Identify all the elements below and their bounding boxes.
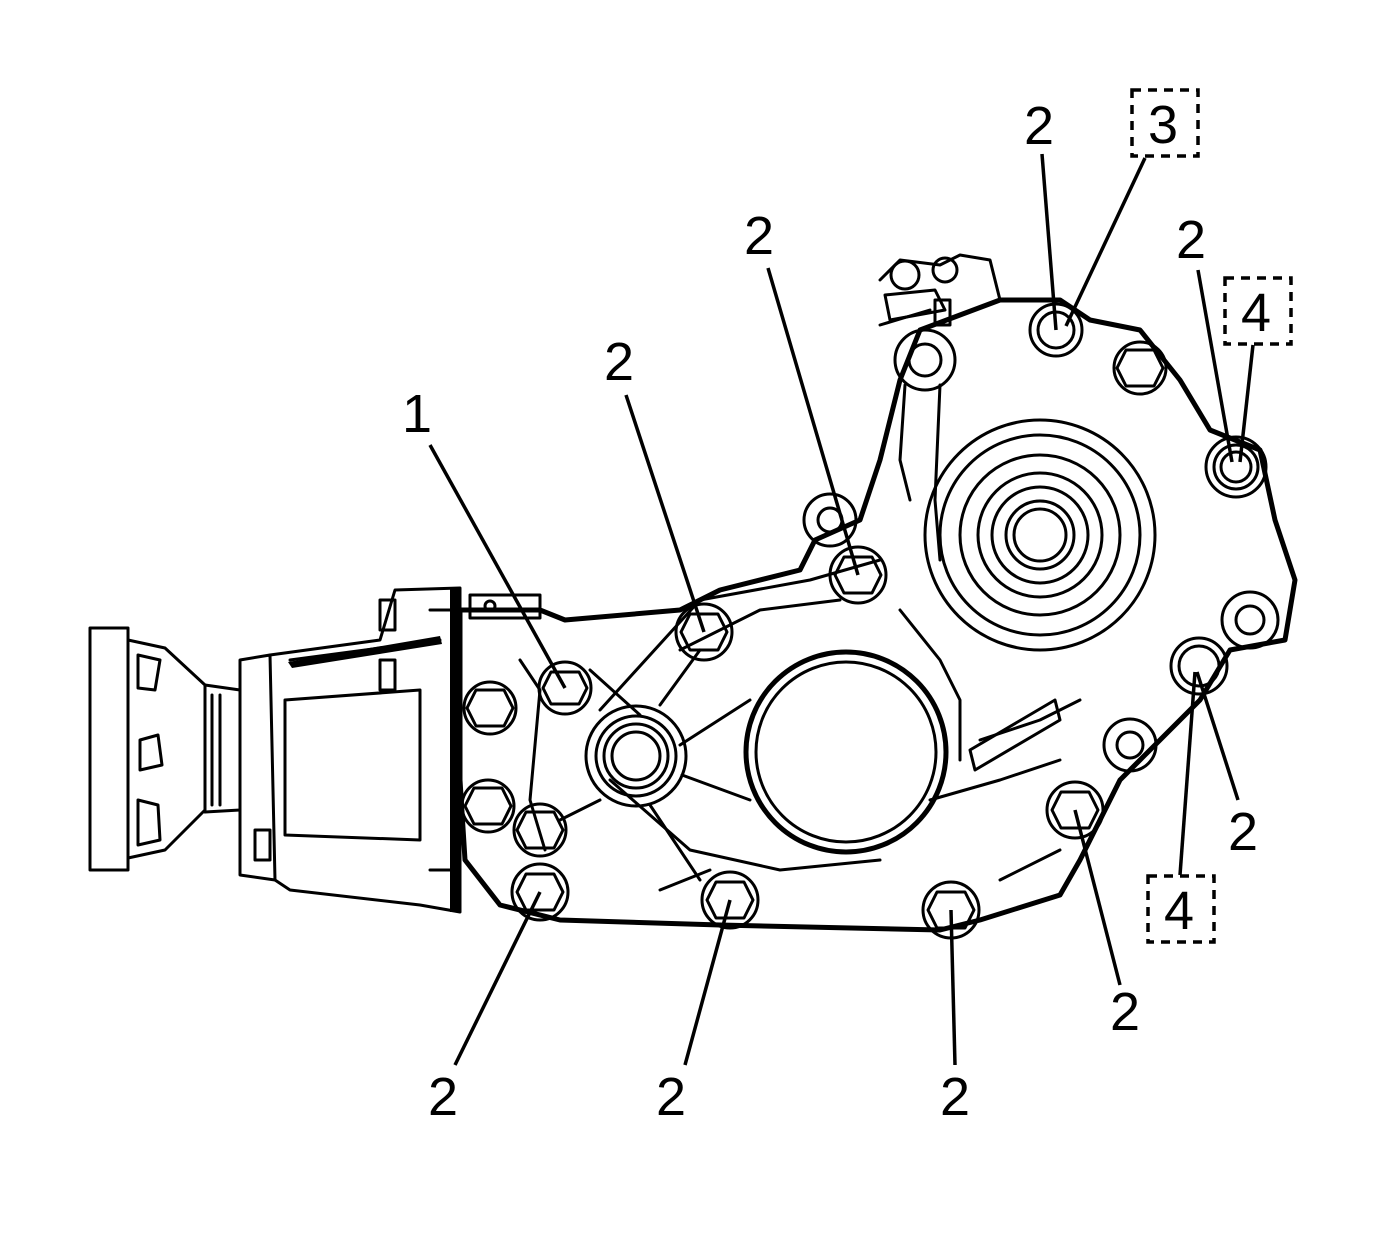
input-housing <box>923 418 1157 652</box>
bolt-bottom-2 <box>700 870 760 930</box>
bolt-left-a <box>462 680 518 736</box>
callout-2-top: 2 <box>1024 96 1054 156</box>
output-flange <box>88 626 242 872</box>
bolt-bottom-1 <box>510 862 570 922</box>
callout-2-lower-right: 2 <box>1110 982 1140 1042</box>
callout-2-upper-left: 2 <box>604 332 634 392</box>
bolts <box>460 302 1268 940</box>
center-cover <box>584 648 949 882</box>
leader-lines <box>428 153 1255 1066</box>
callout-4-upper: 4 <box>1241 283 1271 343</box>
callout-2-top-right: 2 <box>1176 210 1206 270</box>
upper-housing <box>878 253 1002 562</box>
bolt-top-right-b <box>1112 340 1168 396</box>
callout-2-bottom-3: 2 <box>940 1067 970 1127</box>
callout-labels: 1 2 2 2 2 2 2 2 2 2 3 4 4 <box>402 88 1293 1127</box>
bolt-right-upper <box>1204 435 1268 499</box>
bolt-left-c <box>512 802 568 858</box>
extension-housing <box>238 586 542 914</box>
bolt-left-b <box>460 778 516 834</box>
callout-2-bottom-1: 2 <box>428 1067 458 1127</box>
bolt-1 <box>537 660 593 716</box>
callout-4-lower-box <box>1146 874 1216 944</box>
callout-4-upper-box <box>1223 276 1293 346</box>
callout-4-lower: 4 <box>1164 881 1194 941</box>
callout-3: 3 <box>1148 95 1178 155</box>
callout-2-right: 2 <box>1228 802 1258 862</box>
bolt-bottom-4 <box>1045 780 1105 840</box>
bolt-right-lower <box>1169 636 1229 696</box>
callout-2-bottom-2: 2 <box>656 1067 686 1127</box>
bolt-top-left <box>674 602 734 662</box>
callout-1: 1 <box>402 384 432 444</box>
callout-3-box <box>1130 88 1200 158</box>
callout-2-upper-mid: 2 <box>744 206 774 266</box>
bolt-upper-mid <box>828 545 888 605</box>
